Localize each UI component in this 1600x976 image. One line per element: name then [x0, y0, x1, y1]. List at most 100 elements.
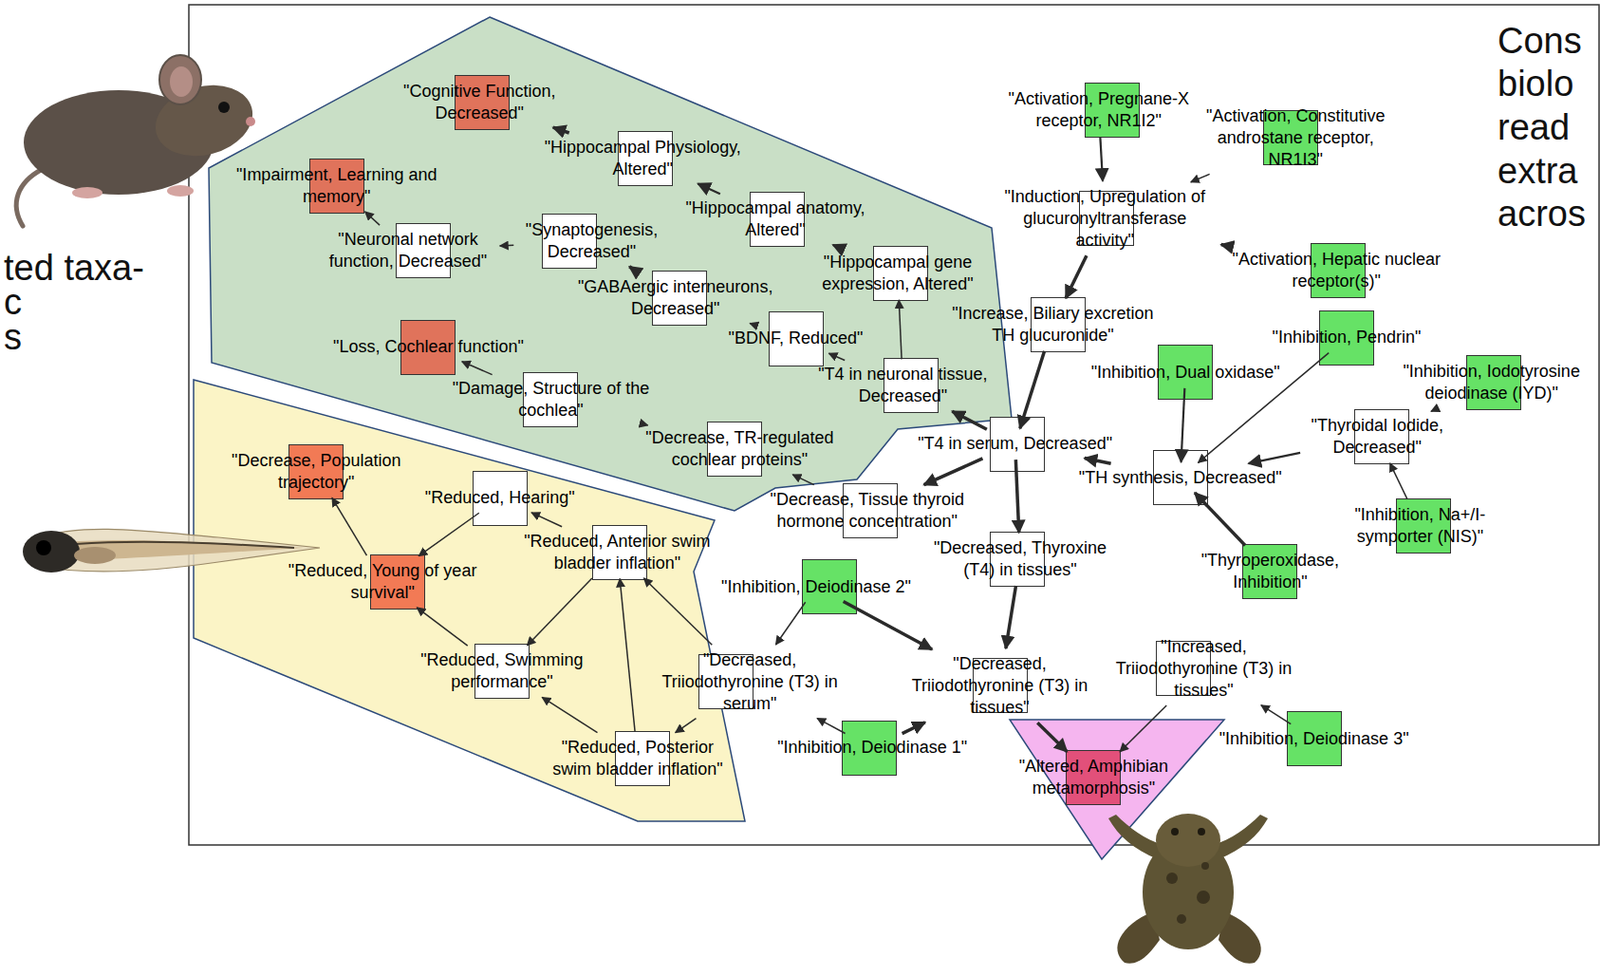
event-label: "Decrease, TR-regulated cochlear protein… [633, 427, 845, 471]
event-label: "Thyroperoxidase, Inhibition" [1192, 549, 1347, 594]
event-label: "Inhibition, Iodotyrosine deiodinase (IY… [1394, 360, 1589, 405]
frog-hind-leg [1218, 911, 1262, 964]
caption-fragment: c [3, 280, 22, 323]
event-label: "Inhibition, Deiodinase 3" [1219, 727, 1410, 750]
event-label: "Decreased, Triiodothyronine (T3) in tis… [900, 652, 1098, 719]
event-node: "Increase, Biliary excretion TH glucuron… [937, 299, 1169, 350]
event-label: "Cognitive Function, Decreased" [393, 80, 566, 125]
connector [1181, 388, 1186, 463]
event-node: "Thyroidal Iodide, Decreased" [1302, 411, 1452, 462]
frog-front-leg [1212, 814, 1268, 859]
caption-fragment-box: extra [1497, 149, 1578, 192]
event-label: "Inhibition, Pendrin" [1272, 326, 1422, 349]
event-label: "Decreased, Thyroxine (T4) in tissues" [925, 537, 1116, 581]
connector [629, 266, 638, 273]
event-node: "Induction, Upregulation of glucuronyltr… [990, 183, 1220, 255]
event-node: "Inhibition, Deiodinase 2" [718, 573, 914, 601]
event-label: "Reduced, Anterior swim bladder inflatio… [514, 530, 720, 575]
event-label: "Decrease, Population trajectory" [221, 449, 412, 494]
event-label: "Synaptogenesis, Decreased" [518, 219, 666, 263]
event-label: "T4 in serum, Decreased" [917, 432, 1113, 455]
event-node: "Hippocampal Physiology, Altered" [529, 133, 757, 184]
caption-fragment-box: s [3, 316, 22, 358]
event-label: "Inhibition, Deiodinase 2" [721, 576, 912, 598]
event-node: "TH synthesis, Decreased" [1076, 464, 1285, 492]
mouse-ear [159, 55, 202, 105]
connector [1119, 705, 1167, 752]
connector [924, 458, 984, 485]
event-node: "Synaptogenesis, Decreased" [515, 216, 669, 266]
caption-fragment: ted taxa- [3, 246, 145, 289]
event-node: "Inhibition, Pendrin" [1269, 323, 1425, 352]
connector [1099, 136, 1103, 181]
connector [500, 244, 515, 247]
event-node: "Reduced, Swimming performance" [409, 646, 596, 696]
connector [749, 323, 754, 325]
event-label: "Reduced, Young of year survival" [273, 559, 492, 604]
caption-fragment-box: c [3, 280, 22, 323]
event-label: "Altered, Amphibian metamorphosis" [1009, 755, 1177, 800]
event-node: "Neuronal network function, Decreased" [317, 225, 499, 276]
connector [416, 607, 467, 646]
mouse-nose [245, 116, 256, 127]
connector [792, 474, 814, 485]
event-label: "Inhibition, Deiodinase 1" [777, 736, 968, 759]
mouse-foot [72, 186, 103, 199]
connector [828, 353, 845, 360]
connector [817, 718, 845, 734]
connector [526, 577, 592, 646]
event-node: "Activation, Constitutive androstane rec… [1194, 102, 1396, 174]
event-node: "Altered, Amphibian metamorphosis" [1006, 752, 1180, 802]
event-label: "Reduced, Swimming performance" [411, 649, 593, 693]
event-label: "Reduced, Posterior swim bladder inflati… [543, 736, 732, 781]
event-node: "Decrease, Tissue thyroid hormone concen… [754, 485, 981, 536]
frog-hind-leg [1116, 911, 1160, 964]
connector [1194, 492, 1246, 546]
connector [1037, 722, 1067, 751]
event-label: "BDNF, Reduced" [728, 327, 864, 350]
connector [1190, 173, 1210, 182]
fish-yolk [74, 546, 116, 564]
connector [462, 361, 493, 375]
event-label: "Hippocampal anatomy, Altered" [673, 197, 877, 242]
event-node: "Decrease, Population trajectory" [218, 446, 415, 497]
event-node: "Loss, Cochlear function" [330, 333, 527, 361]
mouse-inner-ear [169, 66, 193, 97]
fish-head [22, 530, 80, 573]
event-label: "Activation, Hepatic nuclear receptor(s)… [1219, 248, 1453, 293]
fish-larva-illustration [22, 528, 320, 573]
mouse-illustration [16, 55, 261, 226]
connector [675, 718, 697, 733]
connector [951, 410, 987, 429]
event-node: "Reduced, Hearing" [422, 483, 578, 512]
connector [643, 577, 712, 645]
connector [418, 512, 480, 556]
fish-fin-fold [37, 528, 320, 571]
connector [902, 722, 926, 734]
event-node: "Hippocampal anatomy, Altered" [670, 194, 880, 244]
connector [1390, 463, 1408, 500]
fish-body [56, 539, 304, 560]
event-label: "Thyroidal Iodide, Decreased" [1304, 414, 1450, 459]
connector [1015, 459, 1019, 533]
connector [1431, 408, 1438, 411]
event-label: "GABAergic interneurons, Decreased" [566, 276, 785, 320]
event-label: "Induction, Upregulation of glucuronyltr… [993, 186, 1217, 252]
connector [1020, 351, 1045, 428]
event-node: "T4 in serum, Decreased" [914, 429, 1116, 458]
event-node: "Hippocampal gene expression, Altered" [808, 248, 987, 298]
event-label: "Neuronal network function, Decreased" [320, 228, 496, 273]
connector [531, 512, 562, 527]
frog-spot [1201, 861, 1210, 870]
connector [898, 299, 902, 359]
connector [1221, 242, 1226, 247]
caption-fragment: s [3, 316, 22, 358]
event-label: "Impairment, Learning and memory" [225, 164, 447, 208]
connector [1248, 452, 1301, 464]
event-label: "Inhibition, Na+/I- symporter (NIS)" [1346, 503, 1494, 548]
connector [619, 578, 635, 732]
event-label: "TH synthesis, Decreased" [1079, 466, 1283, 489]
event-node: "Inhibition, Iodotyrosine deiodinase (IY… [1391, 357, 1592, 408]
event-label: "Activation, Constitutive androstane rec… [1197, 105, 1394, 171]
